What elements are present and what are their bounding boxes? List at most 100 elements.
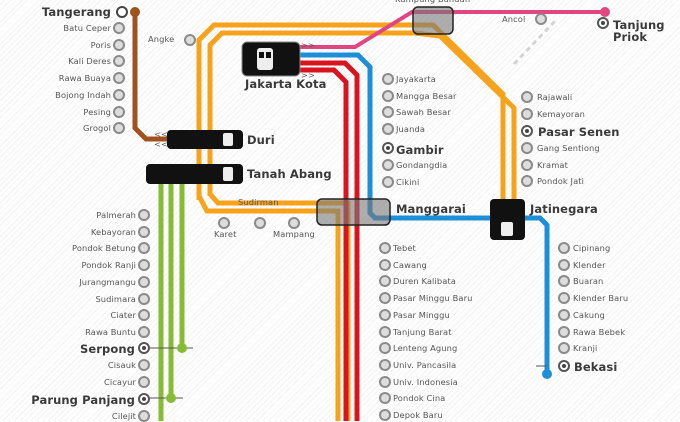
station-marker[interactable] xyxy=(254,217,266,229)
station-karet[interactable]: Karet xyxy=(214,229,237,239)
station-marker[interactable] xyxy=(521,158,533,171)
major-station-marker[interactable] xyxy=(138,342,150,354)
hub-kampung-bandan[interactable]: Kampung Bandan xyxy=(395,0,470,4)
station-marker[interactable] xyxy=(138,259,150,272)
station-label[interactable]: Bojong Indah xyxy=(55,89,111,100)
station-marker[interactable] xyxy=(382,106,394,119)
hub-duri[interactable]: Duri xyxy=(247,133,275,147)
station-label[interactable]: Batu Ceper xyxy=(63,23,111,33)
station-marker[interactable] xyxy=(558,258,570,271)
station-serpong[interactable]: Serpong xyxy=(79,342,135,356)
station-label[interactable]: Kali Deres xyxy=(68,56,111,67)
station-mampang[interactable]: Mampang xyxy=(273,229,315,239)
station-label[interactable]: Juanda xyxy=(396,124,425,135)
station-label[interactable]: Klender xyxy=(573,259,606,270)
station-marker[interactable] xyxy=(379,258,391,271)
station-marker[interactable] xyxy=(113,22,125,34)
station-label[interactable]: Ciater xyxy=(110,310,136,321)
station-marker[interactable] xyxy=(138,359,150,371)
station-marker[interactable] xyxy=(138,325,150,338)
station-marker[interactable] xyxy=(379,242,391,254)
station-label[interactable]: Kemayoran xyxy=(537,108,585,119)
station-label[interactable]: Sudimara xyxy=(95,293,136,304)
major-station-marker[interactable] xyxy=(521,125,533,137)
station-label[interactable]: Jayakarta xyxy=(396,74,436,84)
station-tanjung-priok[interactable]: Tanjung xyxy=(613,18,665,32)
station-marker[interactable] xyxy=(138,375,150,388)
station-label[interactable]: Rawa Bebek xyxy=(573,326,626,337)
station-label[interactable]: Pondok Betung xyxy=(72,243,136,254)
station-marker[interactable] xyxy=(218,217,230,229)
station-tanjung-priok-2[interactable]: Priok xyxy=(613,30,648,44)
station-label[interactable]: Gondangdia xyxy=(396,160,448,170)
station-label[interactable]: Kramat xyxy=(537,159,568,170)
station-bekasi[interactable]: Bekasi xyxy=(574,360,618,374)
hub-manggarai[interactable]: Manggarai xyxy=(396,202,466,216)
station-marker[interactable] xyxy=(138,410,150,422)
station-label[interactable]: Cisauk xyxy=(107,360,136,370)
major-station-marker[interactable] xyxy=(558,360,570,372)
station-marker[interactable] xyxy=(113,88,125,101)
station-marker[interactable] xyxy=(113,72,125,85)
station-label[interactable]: Pondok Ranji xyxy=(81,260,136,271)
station-marker[interactable] xyxy=(379,308,391,321)
station-label[interactable]: Cilejit xyxy=(111,411,136,421)
station-label[interactable]: Rajawali xyxy=(537,92,573,102)
station-label[interactable]: Tebet xyxy=(393,243,416,253)
station-marker[interactable] xyxy=(521,175,533,188)
station-marker[interactable] xyxy=(521,91,533,103)
major-station-marker[interactable] xyxy=(138,393,150,405)
station-pasar-senen[interactable]: Pasar Senen xyxy=(538,125,620,139)
station-label[interactable]: Pasar Minggu xyxy=(393,309,450,320)
station-marker[interactable] xyxy=(138,225,150,238)
station-marker[interactable] xyxy=(379,292,391,305)
major-station-marker[interactable] xyxy=(597,17,609,29)
station-label[interactable]: Lenteng Agung xyxy=(393,343,458,354)
station-marker[interactable] xyxy=(558,308,570,321)
station-label[interactable]: Depok Baru xyxy=(393,410,443,420)
station-label[interactable]: Pesing xyxy=(83,106,111,117)
station-marker[interactable] xyxy=(558,275,570,288)
station-label[interactable]: Klender Baru xyxy=(573,293,629,304)
station-marker[interactable] xyxy=(521,142,533,154)
station-sudirman[interactable]: Sudirman xyxy=(238,197,279,207)
station-marker[interactable] xyxy=(138,242,150,255)
station-ancol[interactable]: Ancol xyxy=(502,14,526,24)
station-marker[interactable] xyxy=(379,375,391,388)
direction-arrow[interactable]: << xyxy=(154,129,169,139)
station-label[interactable]: Pondok Cina xyxy=(393,393,446,404)
station-label[interactable]: Univ. Indonesia xyxy=(393,376,458,387)
station-label[interactable]: Duren Kalibata xyxy=(393,276,456,287)
station-marker[interactable] xyxy=(558,292,570,305)
station-label[interactable]: Pondok Jati xyxy=(537,176,585,187)
manggarai-hub[interactable] xyxy=(316,198,391,226)
station-marker[interactable] xyxy=(113,55,125,68)
major-station-marker[interactable] xyxy=(382,142,394,154)
hub-jakarta-kota[interactable]: Jakarta Kota xyxy=(245,77,327,91)
station-marker[interactable] xyxy=(138,309,150,322)
station-parung-panjang[interactable]: Parung Panjang xyxy=(31,393,135,407)
tangerang-terminus[interactable] xyxy=(116,6,128,18)
hub-jatinegara[interactable]: Jatinegara xyxy=(530,202,598,216)
station-marker[interactable] xyxy=(379,409,391,421)
station-label[interactable]: Buaran xyxy=(573,276,604,287)
direction-arrow[interactable]: >> xyxy=(301,70,316,80)
station-marker[interactable] xyxy=(382,123,394,136)
station-label[interactable]: Palmerah xyxy=(96,210,136,220)
station-marker[interactable] xyxy=(113,38,125,51)
station-label[interactable]: Cipinang xyxy=(573,243,611,253)
station-marker[interactable] xyxy=(382,89,394,102)
station-label[interactable]: Kebayoran xyxy=(90,226,136,237)
station-label[interactable]: Jurangmangu xyxy=(79,276,136,287)
jatinegara-hub[interactable] xyxy=(490,199,525,240)
station-marker[interactable] xyxy=(521,107,533,120)
station-marker[interactable] xyxy=(382,159,394,171)
station-label[interactable]: Rawa Buntu xyxy=(85,326,136,337)
station-marker[interactable] xyxy=(382,175,394,188)
station-angke[interactable]: Angke xyxy=(148,34,175,44)
station-tangerang[interactable]: Tangerang xyxy=(41,5,111,19)
station-label[interactable]: Kranji xyxy=(573,343,598,354)
station-marker[interactable] xyxy=(379,342,391,355)
station-marker[interactable] xyxy=(558,325,570,338)
station-marker[interactable] xyxy=(184,34,196,46)
